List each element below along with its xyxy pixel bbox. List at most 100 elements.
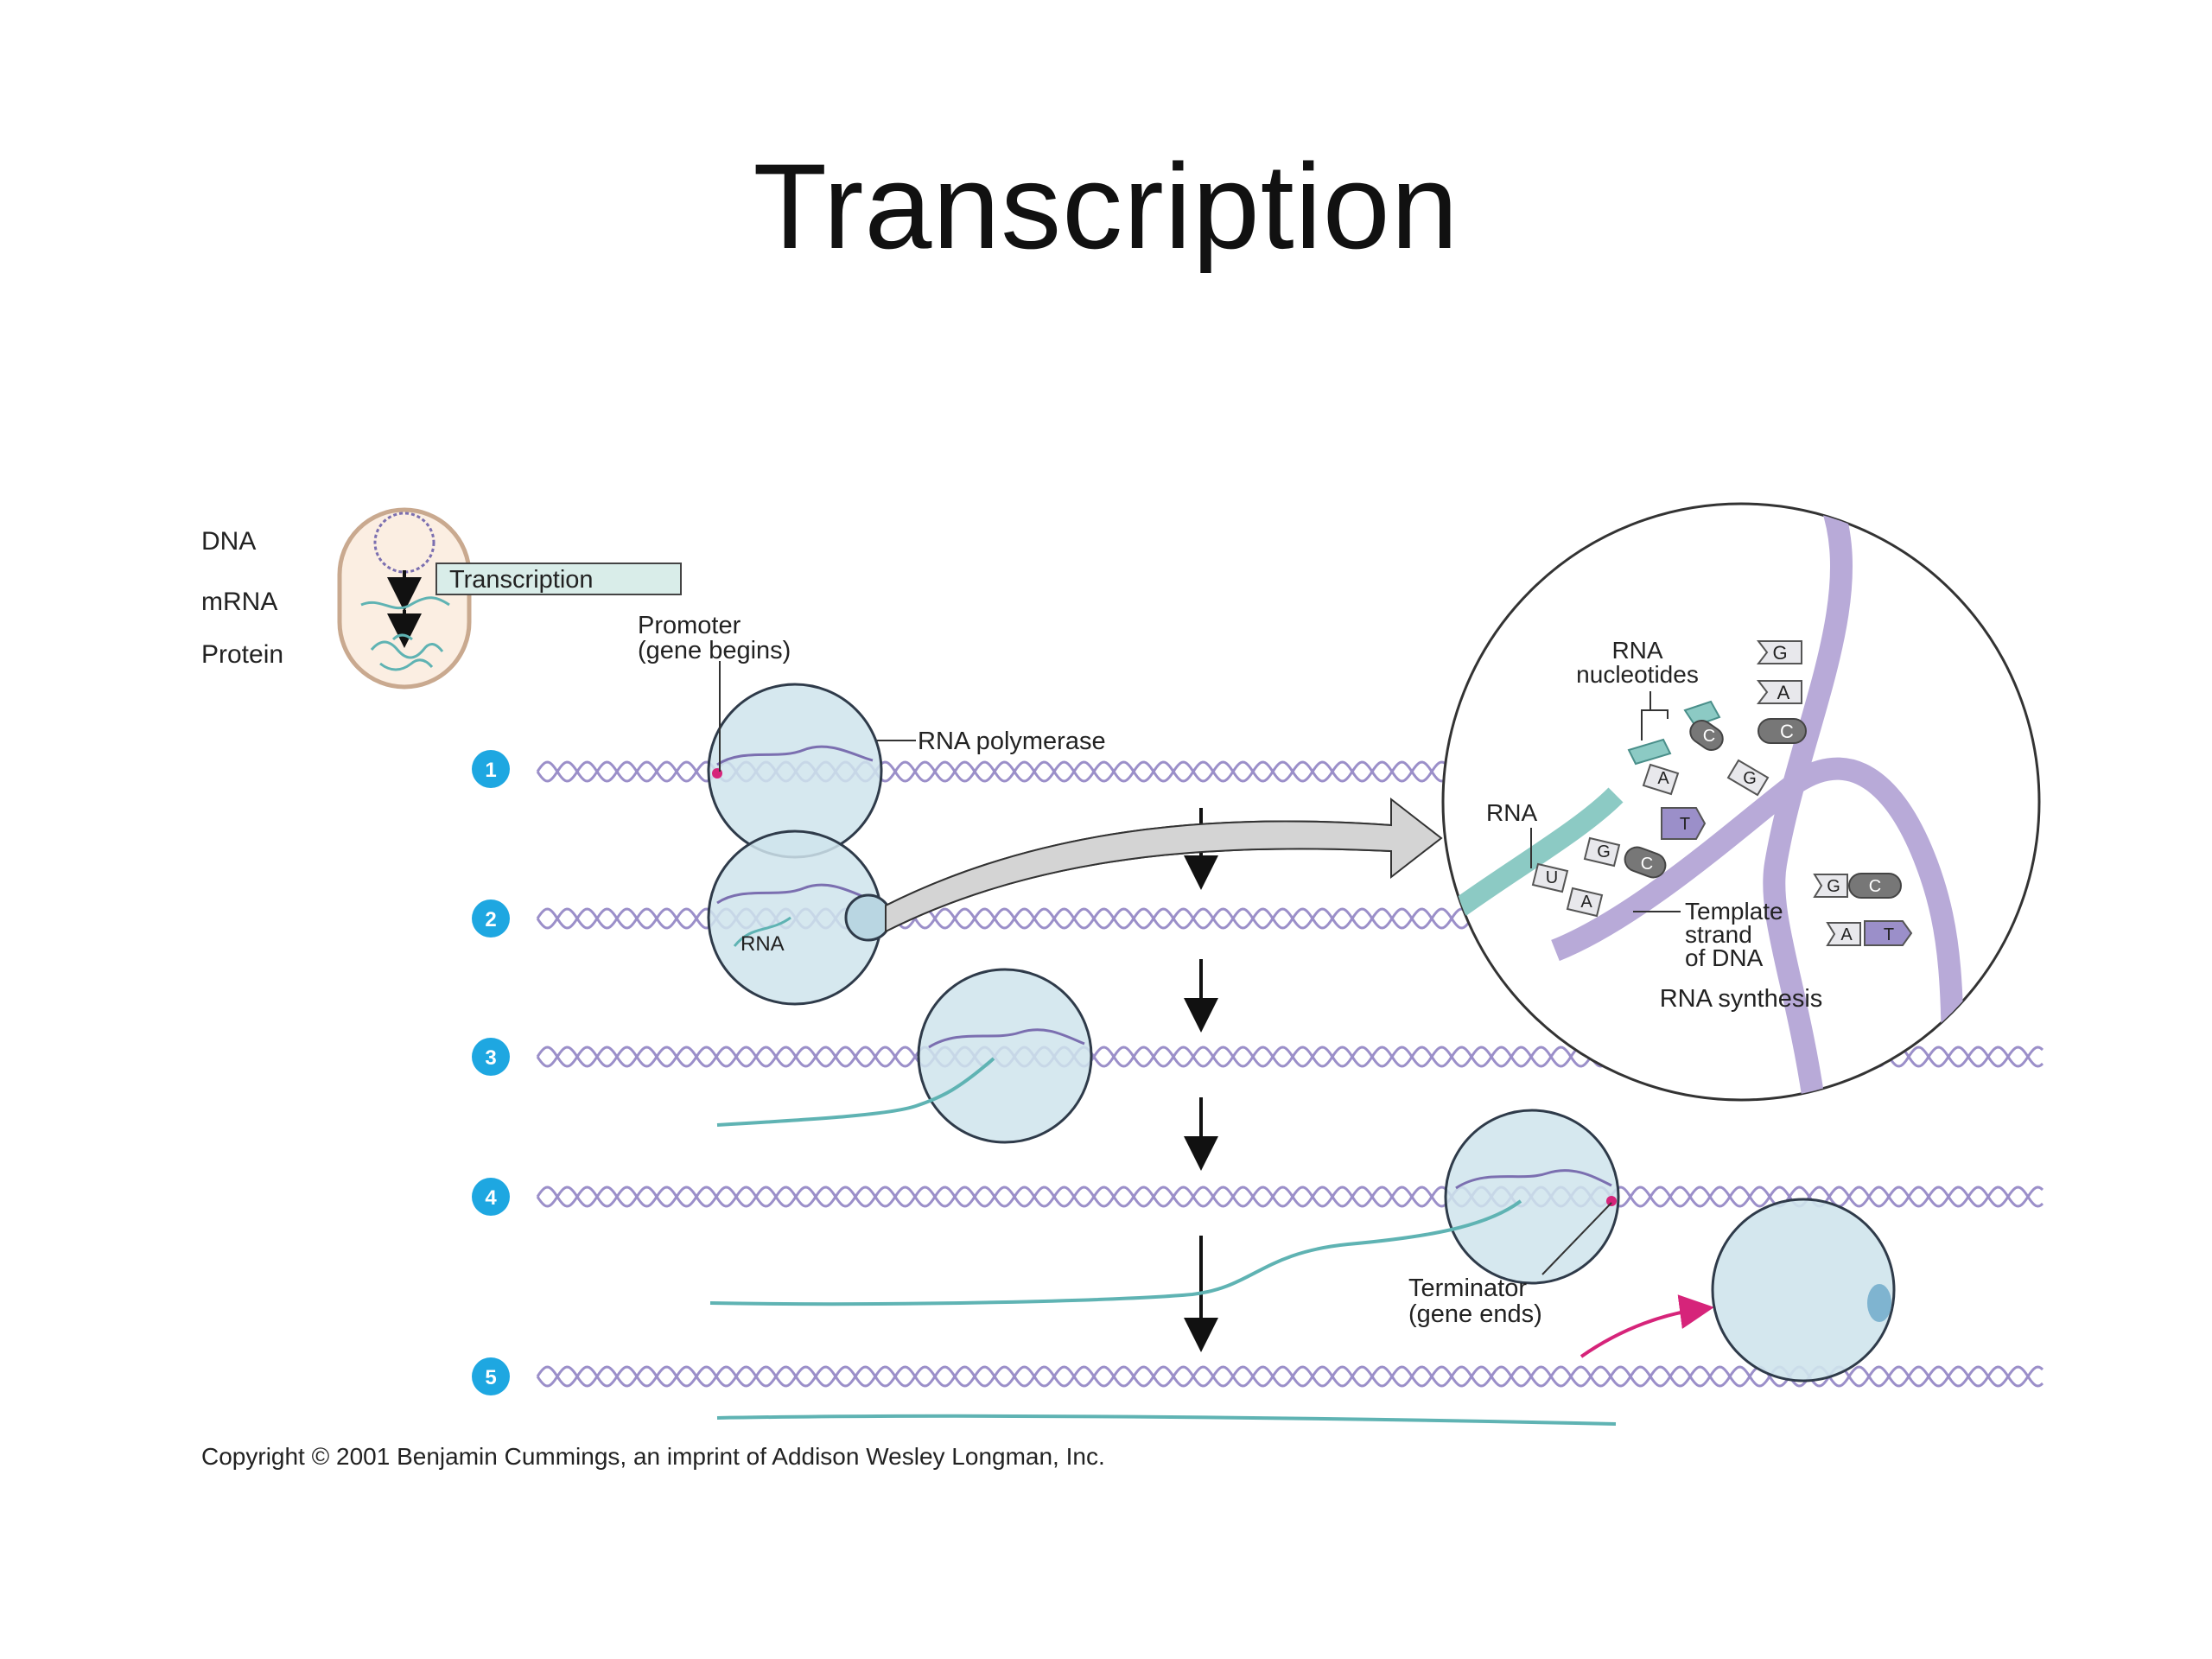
zoom-arrow: [885, 797, 1443, 933]
transcription-box-label: Transcription: [449, 566, 594, 594]
rna-transcript-step4: [709, 1199, 1522, 1306]
step-number-5: 5: [485, 1366, 496, 1389]
step-2: RNA: [707, 797, 1443, 1006]
free-nucleotide-c-label: C: [1780, 721, 1794, 742]
base-u-paired-label: U: [1546, 868, 1558, 887]
unwound-dna-step4: [1455, 1169, 1612, 1190]
step-number-1: 1: [485, 759, 496, 782]
base-g-fork-label: G: [1743, 769, 1757, 788]
new-rna-step2: [733, 916, 791, 947]
overview-mrna-label: mRNA: [201, 588, 277, 616]
free-nucleotide-c: [1758, 718, 1807, 744]
step-badges: 1 2 3 4 5: [472, 750, 510, 1395]
base-g-paired: [1583, 836, 1621, 868]
unwound-dna-step3: [928, 1028, 1085, 1049]
incoming-nucleotide-2: [1627, 738, 1672, 766]
step-badge-5: 5: [472, 1357, 510, 1395]
nucleotides-pointer: [1641, 691, 1669, 741]
base-a-duplex: [1826, 922, 1861, 946]
step-5: [716, 1198, 1896, 1426]
base-a-duplex-label: A: [1840, 925, 1853, 944]
dna-strand-step1-backbone-b: [536, 760, 1457, 783]
step-4: Terminator (gene ends): [709, 1109, 1620, 1328]
rna-polymerase-step3: [917, 968, 1093, 1144]
zoom-site: [844, 893, 893, 942]
rna-synthesis-inset: G A C RNA nucleotides C A G T: [1441, 502, 2041, 1102]
dna-strand-step2-backbone-b: [536, 907, 1531, 930]
step-badge-4: 4: [472, 1178, 510, 1216]
polymerase-active-site: [1867, 1284, 1891, 1322]
template-label-line1: Template: [1685, 898, 1783, 925]
overview-dna-label: DNA: [201, 527, 256, 556]
step-number-4: 4: [485, 1186, 497, 1210]
base-c-duplex: [1848, 873, 1902, 899]
nucleotides-label-line2: nucleotides: [1576, 661, 1699, 688]
terminator-pointer: [1541, 1202, 1612, 1275]
rna-label-step2: RNA: [741, 932, 785, 956]
overview-protein-label: Protein: [201, 640, 283, 669]
step-badge-3: 3: [472, 1038, 510, 1076]
transcription-box: [435, 563, 682, 595]
dna-strand-inset-1: [1763, 504, 1853, 1100]
base-g-paired-label: G: [1597, 842, 1611, 861]
finished-rna: [716, 1414, 1617, 1426]
rna-polymerase-step4: [1444, 1109, 1620, 1285]
paired-bases: G C U A: [1531, 836, 1667, 918]
base-g-duplex: [1813, 874, 1848, 898]
step-3: [716, 968, 1093, 1144]
step-badge-1: 1: [472, 750, 510, 788]
base-u-paired: [1531, 862, 1569, 893]
template-label-line3: of DNA: [1685, 944, 1764, 971]
base-t-duplex: [1864, 920, 1913, 946]
release-arrow: [1580, 1294, 1714, 1358]
base-g-duplex-label: G: [1827, 877, 1840, 896]
base-t-fork: [1661, 807, 1707, 840]
terminator-label: Terminator: [1408, 1274, 1527, 1302]
terminator-site: [1606, 1196, 1617, 1206]
protein-icon: [370, 633, 444, 671]
free-nucleotide-a-label: A: [1777, 682, 1790, 703]
unwound-dna-step2: [716, 883, 874, 905]
inset-caption: RNA synthesis: [1660, 985, 1823, 1013]
step-number-3: 3: [485, 1046, 496, 1070]
promoter-site: [712, 768, 722, 779]
copyright-notice: Copyright © 2001 Benjamin Cummings, an i…: [201, 1443, 1105, 1470]
dna-strand-step2-backbone-a: [536, 907, 1531, 930]
dna-strand-step1-backbone-a: [536, 760, 1457, 783]
incoming-nucleotide-1: [1683, 700, 1721, 728]
terminator-note: (gene ends): [1408, 1300, 1542, 1328]
free-nucleotide-a: [1756, 680, 1802, 704]
circular-dna-icon: [373, 512, 435, 574]
base-a-paired-label: A: [1580, 893, 1592, 912]
base-c-fork-label: C: [1703, 727, 1715, 746]
dna-strand-step4-backbone-a: [536, 1185, 2044, 1208]
base-t-duplex-label: T: [1884, 925, 1894, 944]
step-badge-2: 2: [472, 899, 510, 938]
base-c-fork: [1689, 719, 1724, 752]
step-1: Promoter (gene begins) RNA polymerase: [638, 612, 1106, 859]
promoter-label: Promoter: [638, 612, 741, 639]
inset-rna-label: RNA: [1486, 799, 1537, 826]
step-number-2: 2: [485, 908, 496, 931]
base-c-paired-label: C: [1641, 855, 1653, 874]
overview-cell: DNA mRNA Protein Transcription: [201, 507, 682, 690]
mrna-icon: [360, 596, 450, 610]
free-nucleotides: G A C: [1756, 640, 1807, 744]
base-c-duplex-label: C: [1869, 877, 1881, 896]
dna-strand-step2: [536, 907, 1531, 930]
base-a-fork-label: A: [1657, 769, 1669, 788]
free-nucleotide-g: [1756, 640, 1802, 664]
rna-polymerase-label: RNA polymerase: [918, 728, 1106, 755]
inset-circle: [1441, 502, 2041, 1102]
template-label-line2: strand: [1685, 921, 1752, 948]
cell-outline: [337, 507, 472, 690]
base-t-fork-label: T: [1680, 815, 1690, 834]
rna-strand-inset: [1454, 787, 1624, 916]
rna-transcript-step3: [716, 1057, 995, 1127]
slide-title: Transcription: [753, 138, 1459, 274]
fork-nucleotides: C A G T: [1627, 700, 1770, 840]
unwound-dna-step1: [716, 745, 874, 766]
base-g-fork: [1726, 759, 1770, 797]
dna-template-strand-inset: [1551, 757, 1964, 1100]
